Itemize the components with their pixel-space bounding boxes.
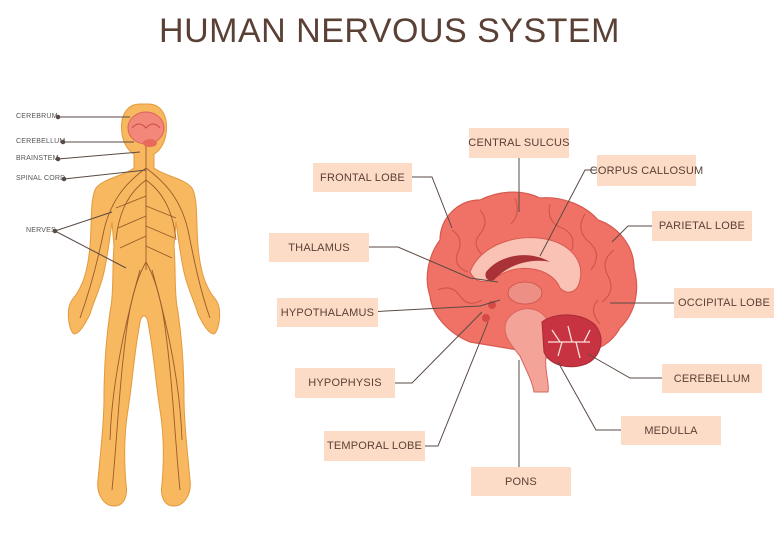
- label-corpus-callosum: CORPUS CALLOSUM: [590, 155, 703, 186]
- label-occipital-lobe: OCCIPITAL LOBE: [674, 288, 774, 318]
- label-cerebellum: CEREBELLUM: [16, 138, 66, 145]
- label-hypothalamus: HYPOTHALAMUS: [277, 298, 378, 327]
- brain-cross-section: [426, 191, 638, 393]
- body-leader-lines: [52, 114, 147, 269]
- label-hypophysis: HYPOPHYSIS: [295, 368, 395, 398]
- label-brainstem: BRAINSTEM: [16, 155, 59, 162]
- label-nerves: NERVES: [26, 227, 56, 234]
- label-medulla: MEDULLA: [621, 416, 721, 445]
- label-frontal-lobe: FRONTAL LOBE: [313, 163, 412, 192]
- label-temporal-lobe: TEMPORAL LOBE: [324, 431, 425, 461]
- label-central-sulcus: CENTRAL SULCUS: [468, 128, 570, 158]
- label-cerebrum: CEREBRUM: [16, 113, 58, 120]
- label-parietal-lobe: PARIETAL LOBE: [652, 211, 752, 241]
- label-cerebellum-brain: CEREBELLUM: [662, 364, 762, 393]
- human-body-figure: [67, 103, 221, 507]
- label-spinal-cord: SPINAL CORD: [16, 175, 66, 182]
- label-thalamus: THALAMUS: [269, 233, 369, 262]
- diagram-title: HUMAN NERVOUS SYSTEM: [159, 12, 620, 50]
- brain-leader-lines: [367, 158, 674, 467]
- label-pons: PONS: [471, 467, 571, 496]
